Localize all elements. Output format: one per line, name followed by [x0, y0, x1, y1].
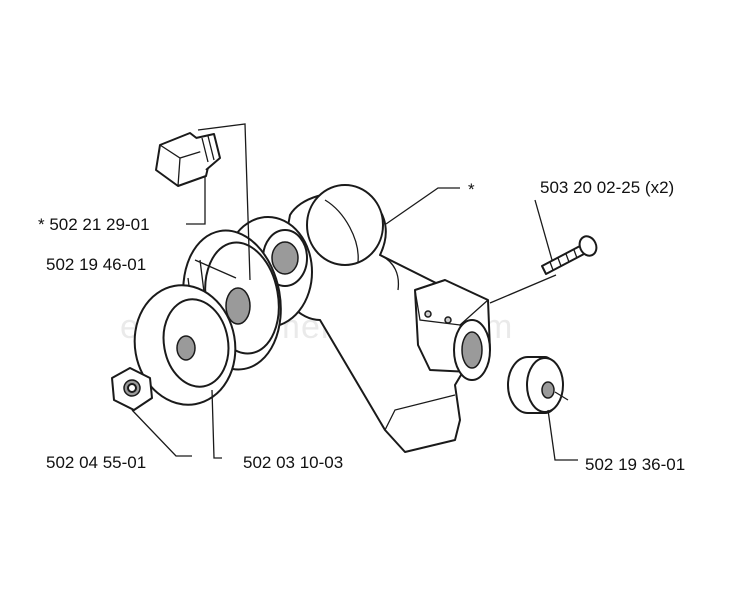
label-nut: 502 04 55-01 — [46, 453, 146, 472]
label-plug: * 502 21 29-01 — [38, 215, 150, 234]
plug-part[interactable] — [155, 132, 221, 187]
label-housing-asterisk: * — [468, 180, 475, 199]
label-washer: 502 19 36-01 — [585, 455, 685, 474]
nut-part[interactable] — [111, 367, 153, 411]
leader-lines — [131, 123, 578, 461]
washer-part[interactable] — [507, 356, 569, 414]
cup-part[interactable] — [125, 277, 244, 413]
screw-part[interactable] — [541, 234, 599, 275]
label-screw: 503 20 02-25 (x2) — [540, 178, 674, 197]
label-flange: 502 19 46-01 — [46, 255, 146, 274]
label-cup: 502 03 10-03 — [243, 453, 343, 472]
